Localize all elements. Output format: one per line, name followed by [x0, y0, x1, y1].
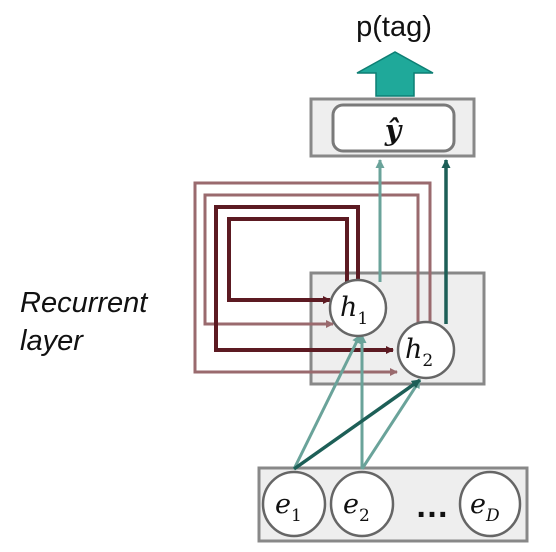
h1-sub: 1	[357, 309, 368, 329]
eD-sub: D	[485, 506, 500, 526]
e1-base: e	[275, 489, 291, 520]
arrow-e2-to-h2	[360, 379, 422, 470]
input-node-e2: e2	[329, 470, 395, 538]
svg-text:h2: h2	[405, 334, 433, 371]
recurrent-loop-h1-to-h2	[214, 205, 394, 354]
svg-text:e1: e1	[275, 489, 302, 526]
output-inner-box	[331, 103, 456, 153]
y-hat-label: ŷ	[384, 114, 403, 147]
recurrent-loop-h2-to-h2	[193, 181, 432, 376]
arrow-e1-to-h1	[292, 334, 362, 470]
e2-base: e	[343, 489, 359, 520]
svg-text:h1: h1	[340, 292, 368, 329]
svg-text:e2: e2	[343, 489, 370, 526]
recurrent-loop-h2-to-h1	[203, 193, 420, 328]
input-node-eD: eD	[458, 470, 522, 538]
e2-sub: 2	[359, 506, 370, 526]
hidden-node-h1: h1	[328, 278, 388, 338]
input-node-e1: e1	[261, 470, 327, 538]
recurrent-layer-label-line2: layer	[20, 325, 83, 357]
e1-sub: 1	[291, 506, 302, 526]
output-label: p(tag)	[356, 11, 432, 43]
recurrent-layer-label-line1: Recurrent	[20, 287, 148, 319]
output-arrow	[356, 51, 434, 97]
h2-base: h	[405, 334, 422, 365]
hidden-node-h2: h2	[396, 320, 456, 380]
input-ellipsis: …	[415, 487, 449, 525]
h2-sub: 2	[422, 351, 433, 371]
recurrent-layer-label: Recurrent layer	[20, 284, 147, 360]
arrow-e1-to-h2	[292, 378, 422, 471]
recurrent-loop-h1-to-h1	[227, 217, 349, 304]
svg-text:eD: eD	[470, 489, 500, 526]
eD-base: e	[470, 489, 486, 520]
h1-base: h	[340, 292, 357, 323]
